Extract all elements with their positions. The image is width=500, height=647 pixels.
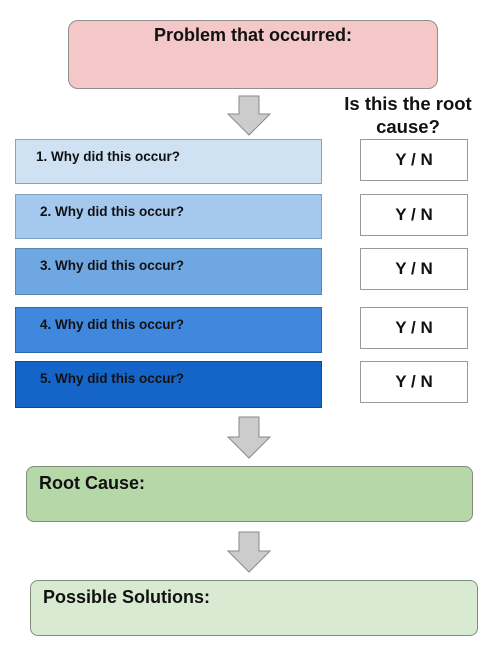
why-box-5: 5. Why did this occur? [15, 361, 322, 408]
yes-no-label-1: Y / N [395, 150, 433, 169]
down-arrow-icon [226, 416, 272, 459]
root-question-line-2: cause? [376, 116, 440, 137]
yes-no-box-3[interactable]: Y / N [360, 248, 468, 290]
problem-label: Problem that occurred: [153, 25, 353, 45]
yes-no-label-4: Y / N [395, 318, 433, 337]
down-arrow-icon [226, 95, 272, 136]
yes-no-label-3: Y / N [395, 259, 433, 278]
yes-no-box-2[interactable]: Y / N [360, 194, 468, 236]
possible-solutions-box: Possible Solutions: [30, 580, 478, 636]
yes-no-box-5[interactable]: Y / N [360, 361, 468, 403]
why-box-2: 2. Why did this occur? [15, 194, 322, 239]
why-box-3: 3. Why did this occur? [15, 248, 322, 295]
down-arrow-icon [226, 531, 272, 573]
root-cause-label: Root Cause: [39, 473, 146, 493]
yes-no-label-5: Y / N [395, 372, 433, 391]
yes-no-box-4[interactable]: Y / N [360, 307, 468, 349]
possible-solutions-label: Possible Solutions: [43, 587, 211, 607]
why-label-5: 5. Why did this occur? [40, 371, 185, 386]
why-box-1: 1. Why did this occur? [15, 139, 322, 184]
root-question-line-1: Is this the root [344, 93, 472, 114]
why-label-2: 2. Why did this occur? [40, 204, 185, 219]
why-label-4: 4. Why did this occur? [40, 317, 185, 332]
problem-box: Problem that occurred: [68, 20, 438, 89]
why-box-4: 4. Why did this occur? [15, 307, 322, 353]
why-label-3: 3. Why did this occur? [40, 258, 185, 273]
root-cause-box: Root Cause: [26, 466, 473, 522]
why-label-1: 1. Why did this occur? [36, 149, 181, 164]
root-cause-question: Is this the root cause? [322, 92, 494, 138]
yes-no-label-2: Y / N [395, 205, 433, 224]
yes-no-box-1[interactable]: Y / N [360, 139, 468, 181]
